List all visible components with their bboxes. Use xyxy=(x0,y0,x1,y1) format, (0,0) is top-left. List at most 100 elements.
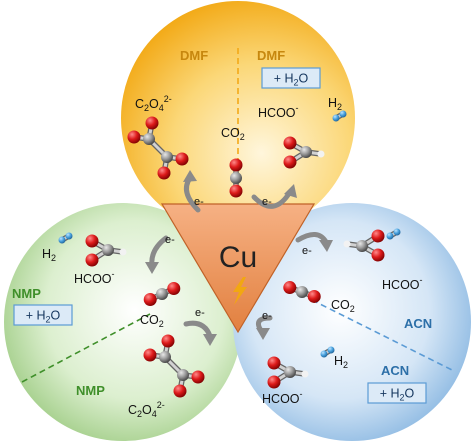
oxygen-atom xyxy=(371,229,385,243)
dmf-oxalate-label: C2O42- xyxy=(135,94,172,113)
hydrogen-atom xyxy=(393,228,401,236)
oxygen-atom xyxy=(161,334,175,348)
dmf-co2-label: CO2 xyxy=(221,126,245,142)
nmp-h2-label: H2 xyxy=(42,247,56,263)
oxygen-atom xyxy=(175,152,189,166)
oxygen-atom xyxy=(143,348,157,362)
acn-label-bottom: ACN xyxy=(381,363,409,378)
dmf-h2-molecule xyxy=(332,110,347,122)
acn-arrow-top xyxy=(295,232,329,245)
dmf-formate-molecule xyxy=(283,136,325,169)
hydrogen-atom xyxy=(65,232,73,240)
electron-label: e- xyxy=(165,234,175,246)
hydrogen-atom xyxy=(332,114,340,122)
arrowhead xyxy=(203,334,217,346)
dmf-water-box xyxy=(261,67,321,89)
carbon-atom xyxy=(230,172,242,184)
hydrogen-atom xyxy=(327,346,335,354)
dmf-arrow-right xyxy=(251,189,293,209)
arrowhead xyxy=(319,240,333,252)
oxygen-atom xyxy=(143,292,157,306)
oxygen-atom xyxy=(267,356,281,370)
nmp-h2-molecule xyxy=(58,232,73,244)
carbon-atom xyxy=(356,240,368,252)
oxygen-atom xyxy=(85,253,99,267)
cu-electrode xyxy=(160,203,316,334)
oxygen-atom xyxy=(173,384,187,398)
arrowhead xyxy=(145,262,159,274)
hydrogen-atom xyxy=(301,370,309,378)
oxygen-atom xyxy=(229,184,243,198)
electron-label: e- xyxy=(262,310,272,322)
acn-divider xyxy=(311,299,453,371)
carbon-atom xyxy=(143,133,155,145)
electron-transfer-arrows xyxy=(149,175,329,339)
acn-label-top: ACN xyxy=(404,316,432,331)
electron-label: e- xyxy=(262,196,272,208)
electron-label: e- xyxy=(194,196,204,208)
hydrogen-atom xyxy=(339,110,347,118)
dmf-oxalate-molecule xyxy=(127,116,189,180)
oxygen-atom xyxy=(157,166,171,180)
carbon-atom xyxy=(284,366,296,378)
carbon-atom xyxy=(300,146,312,158)
oxygen-atom xyxy=(267,375,281,389)
nmp-oxalate-molecule xyxy=(143,334,205,398)
acn-water-label: + H2O xyxy=(380,387,415,403)
arrowhead xyxy=(183,170,197,182)
hydrogen-atom xyxy=(58,236,66,244)
acn-formate-molecule-bottom xyxy=(267,356,309,389)
acn-region xyxy=(233,203,471,441)
acn-formate-label-bottom: HCOO- xyxy=(262,389,303,406)
dmf-water-label: + H2O xyxy=(274,72,309,88)
nmp-water-label: + H2O xyxy=(26,309,61,325)
nmp-formate-label: HCOO- xyxy=(74,269,115,286)
acn-co2-label: CO2 xyxy=(331,298,355,314)
carbon-atom xyxy=(102,244,114,256)
nmp-co2-molecule xyxy=(143,282,181,306)
oxygen-atom xyxy=(229,158,243,172)
electron-label: e- xyxy=(302,245,312,257)
carbon-atom xyxy=(161,151,173,163)
nmp-formate-molecule xyxy=(85,234,127,267)
acn-formate-label-top: HCOO- xyxy=(382,275,423,292)
oxygen-atom xyxy=(145,116,159,130)
nmp-label-top: NMP xyxy=(12,286,41,301)
acn-co2-molecule xyxy=(283,281,321,303)
arrowhead xyxy=(256,328,270,340)
hydrogen-atom xyxy=(317,150,325,158)
oxygen-atom xyxy=(283,281,297,295)
acn-h2-molecule-bottom xyxy=(320,346,335,358)
nmp-arrow-bottom xyxy=(183,320,213,339)
acn-water-box xyxy=(367,382,427,404)
arrowhead xyxy=(284,184,297,198)
acn-h2-molecule-top xyxy=(386,228,401,240)
lightning-bolt-icon xyxy=(233,277,247,305)
oxygen-atom xyxy=(191,370,205,384)
oxygen-atom xyxy=(167,282,181,296)
oxygen-atom xyxy=(283,136,297,150)
oxygen-atom xyxy=(371,248,385,262)
acn-h2-label: H2 xyxy=(334,354,348,370)
nmp-label-bottom: NMP xyxy=(76,383,105,398)
carbon-atom xyxy=(296,286,308,298)
oxygen-atom xyxy=(307,289,321,303)
dmf-label-left: DMF xyxy=(180,48,208,63)
electron-label: e- xyxy=(195,307,205,319)
dmf-formate-label: HCOO- xyxy=(258,103,299,120)
hydrogen-atom xyxy=(320,350,328,358)
hydrogen-atom xyxy=(386,232,394,240)
nmp-co2-label: CO2 xyxy=(140,313,164,329)
carbon-atom xyxy=(156,288,168,300)
arrowheads xyxy=(145,170,333,346)
nmp-water-box xyxy=(13,304,73,326)
acn-formate-molecule-top xyxy=(343,229,385,262)
hydrogen-atom xyxy=(119,248,127,256)
molecules xyxy=(58,110,401,398)
oxygen-atom xyxy=(127,130,141,144)
carbon-atom xyxy=(177,369,189,381)
carbon-atom xyxy=(159,351,171,363)
cu-label: Cu xyxy=(219,241,257,274)
